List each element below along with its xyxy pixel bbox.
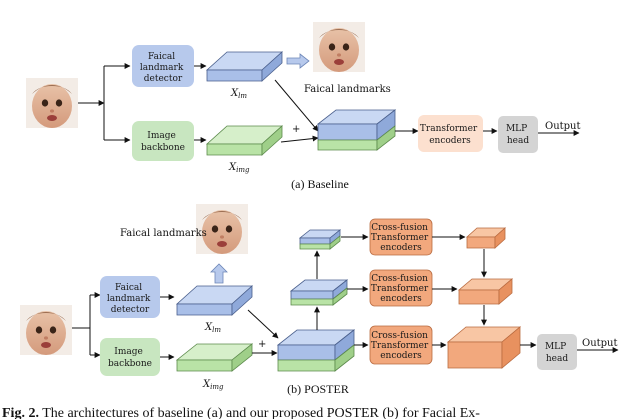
- poster-x-lm-slab: [175, 285, 254, 316]
- svg-text:Cross-fusion Transform: Cross-fusion Transformer encoders: [371, 223, 431, 253]
- svg-text:Cross-fusion Transform: Cross-fusion Transformer encoders: [371, 274, 431, 304]
- cf-output-bottom: [446, 326, 522, 369]
- cf-output-middle: [457, 278, 514, 305]
- poster-x-img-slab: [175, 343, 254, 372]
- transformer-encoders-block: Transformer encoders: [418, 115, 483, 152]
- input-face-image-baseline: [26, 78, 78, 128]
- svg-text:MLP head: MLP head: [545, 342, 569, 364]
- poster-fused-slab-bottom: [276, 329, 356, 372]
- image-backbone-block: Image backbone: [132, 121, 194, 161]
- svg-text:Faical landmark: Faical landmark detector: [107, 283, 153, 315]
- landmark-detector-line-3: detector: [144, 74, 183, 84]
- poster-fused-slab-top: [298, 229, 342, 250]
- landmark-detector-line-1: Faical: [148, 52, 175, 62]
- x-lm-feature-slab: [205, 51, 284, 82]
- cf1-line-2: Transformer: [371, 233, 429, 243]
- plus-sign-poster: +: [258, 339, 266, 350]
- x-lm-label: Xlm: [230, 88, 247, 100]
- cf1-line-3: encoders: [380, 243, 422, 253]
- poster-backbone-line-1: Image: [114, 347, 143, 357]
- fused-feature-slab: [316, 109, 397, 151]
- input-face-image-poster: [20, 305, 72, 355]
- landmark-detector-block: Faical landmark detector: [132, 45, 194, 87]
- facial-landmarks-image-baseline: [313, 22, 365, 72]
- cf2-line-3: encoders: [380, 294, 422, 304]
- poster-x-lm-label: Xlm: [204, 322, 221, 334]
- x-img-feature-slab: [205, 125, 284, 156]
- svg-text:MLP head: MLP head: [506, 124, 530, 146]
- arrow-xlm-to-fused: [274, 79, 319, 132]
- landmark-output-arrow: [286, 53, 310, 69]
- transformer-line-1: Transformer: [420, 124, 478, 134]
- poster-mlp-line-2: head: [546, 354, 568, 364]
- poster-arrow-xlm-to-fused: [247, 309, 279, 339]
- transformer-line-2: encoders: [429, 136, 471, 146]
- poster-backbone-line-2: backbone: [108, 359, 152, 369]
- baseline-panel: Faical landmark detector Image backbone …: [26, 22, 581, 191]
- poster-x-img-label: Ximg: [202, 379, 224, 391]
- x-img-label: Ximg: [228, 162, 250, 174]
- poster-detector-line-2: landmark: [107, 294, 151, 304]
- figure-caption: Fig. 2. The architectures of baseline (a…: [2, 406, 480, 419]
- cf3-line-1: Cross-fusion: [371, 331, 428, 341]
- mlp-head-block-poster: MLP head: [537, 334, 577, 370]
- svg-text:Cross-fusion Transform: Cross-fusion Transformer encoders: [371, 331, 431, 361]
- output-label-baseline: Output: [545, 121, 581, 132]
- plus-sign-baseline: +: [292, 124, 300, 135]
- poster-fused-slab-middle: [289, 279, 349, 306]
- image-backbone-block-poster: Image backbone: [100, 338, 160, 376]
- output-label-poster: Output: [582, 338, 618, 349]
- poster-detector-line-1: Faical: [115, 283, 142, 293]
- svg-text:Image backbone: Image backbone: [141, 131, 185, 153]
- arrow-ximg-to-fused: [280, 135, 319, 143]
- cross-fusion-block-bottom: Cross-fusion Transformer encoders: [369, 325, 433, 365]
- input-split-arrows: [78, 63, 131, 143]
- cf2-line-2: Transformer: [371, 284, 429, 294]
- cf-output-top: [465, 227, 507, 249]
- cross-fusion-block-top: Cross-fusion Transformer encoders: [369, 218, 433, 256]
- image-backbone-line-2: backbone: [141, 143, 185, 153]
- image-backbone-line-1: Image: [147, 131, 176, 141]
- svg-text:Faical landmark: Faical landmark detector: [140, 52, 186, 84]
- cross-fusion-block-middle: Cross-fusion Transformer encoders: [369, 269, 433, 307]
- cf3-line-2: Transformer: [371, 341, 429, 351]
- poster-landmark-up-arrow: [210, 263, 228, 284]
- cf2-line-1: Cross-fusion: [371, 274, 428, 284]
- mlp-head-block-baseline: MLP head: [498, 116, 538, 153]
- mlp-line-2: head: [507, 136, 529, 146]
- facial-landmarks-label-baseline: Faical landmarks: [304, 84, 391, 95]
- svg-text:Transformer encoders: Transformer encoders: [420, 124, 480, 146]
- landmark-detector-line-2: landmark: [140, 63, 184, 73]
- poster-mlp-line-1: MLP: [545, 342, 566, 352]
- facial-landmarks-label-poster: Faical landmarks: [120, 228, 207, 239]
- poster-detector-line-3: detector: [111, 305, 150, 315]
- poster-panel: Faical landmark detector Image backbone …: [20, 204, 619, 396]
- baseline-caption: (a) Baseline: [291, 177, 349, 191]
- landmark-detector-block-poster: Faical landmark detector: [100, 276, 160, 318]
- svg-text:Image backbone: Image backbone: [108, 347, 152, 369]
- cf1-line-1: Cross-fusion: [371, 223, 428, 233]
- mlp-line-1: MLP: [506, 124, 527, 134]
- poster-caption: (b) POSTER: [287, 382, 349, 396]
- cf3-line-3: encoders: [380, 351, 422, 361]
- poster-split-arrows: [72, 292, 101, 358]
